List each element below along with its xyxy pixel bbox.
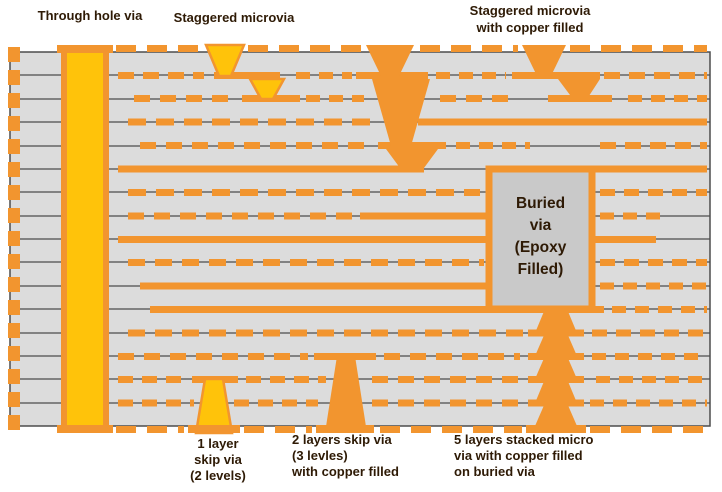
label-skip-via-2layer: 2 layers skip via (3 levles) with copper…: [292, 432, 432, 480]
staggered-microvia: [204, 43, 300, 102]
through-hole-via: [57, 45, 113, 433]
stacked-microvia-5: [526, 309, 586, 433]
label-line: Staggered microvia: [469, 3, 591, 18]
staggered-microvia-copper-filled: [512, 45, 612, 102]
label-line: on buried via: [454, 464, 535, 479]
inner-solid-traces: [118, 118, 707, 313]
label-staggered-microvia-filled: Staggered microvia with copper filled: [450, 2, 610, 36]
center-filled-microvia-stack: [356, 45, 446, 172]
label-staggered-microvia: Staggered microvia: [173, 10, 295, 25]
label-buried-via: Buried via (Epoxy Filled): [489, 193, 592, 281]
label-line: 2 layers skip via: [292, 432, 392, 447]
label-line: 1 layer: [197, 436, 239, 451]
label-line: with copper filled: [292, 464, 399, 479]
label-line: with copper filled: [476, 20, 584, 35]
label-through-hole-via: Through hole via: [37, 8, 143, 23]
label-stacked-via-5layer: 5 layers stacked micro via with copper f…: [454, 432, 632, 480]
label-line: via with copper filled: [454, 448, 583, 463]
label-line: (2 levels): [190, 468, 246, 483]
label-line: Filled): [517, 261, 564, 278]
label-line: 5 layers stacked micro: [454, 432, 594, 447]
buried-via: [485, 165, 596, 313]
label-line: (3 levles): [292, 448, 348, 463]
skip-via-1layer: [188, 376, 240, 435]
label-line: Buried: [515, 195, 566, 212]
label-line: via: [529, 217, 552, 234]
inner-dashed-traces: [118, 72, 707, 407]
label-line: skip via: [194, 452, 242, 467]
skip-via-2layer: [314, 353, 376, 433]
label-skip-via-1layer: 1 layer skip via (2 levels): [178, 436, 258, 484]
label-line: (Epoxy: [514, 239, 567, 256]
